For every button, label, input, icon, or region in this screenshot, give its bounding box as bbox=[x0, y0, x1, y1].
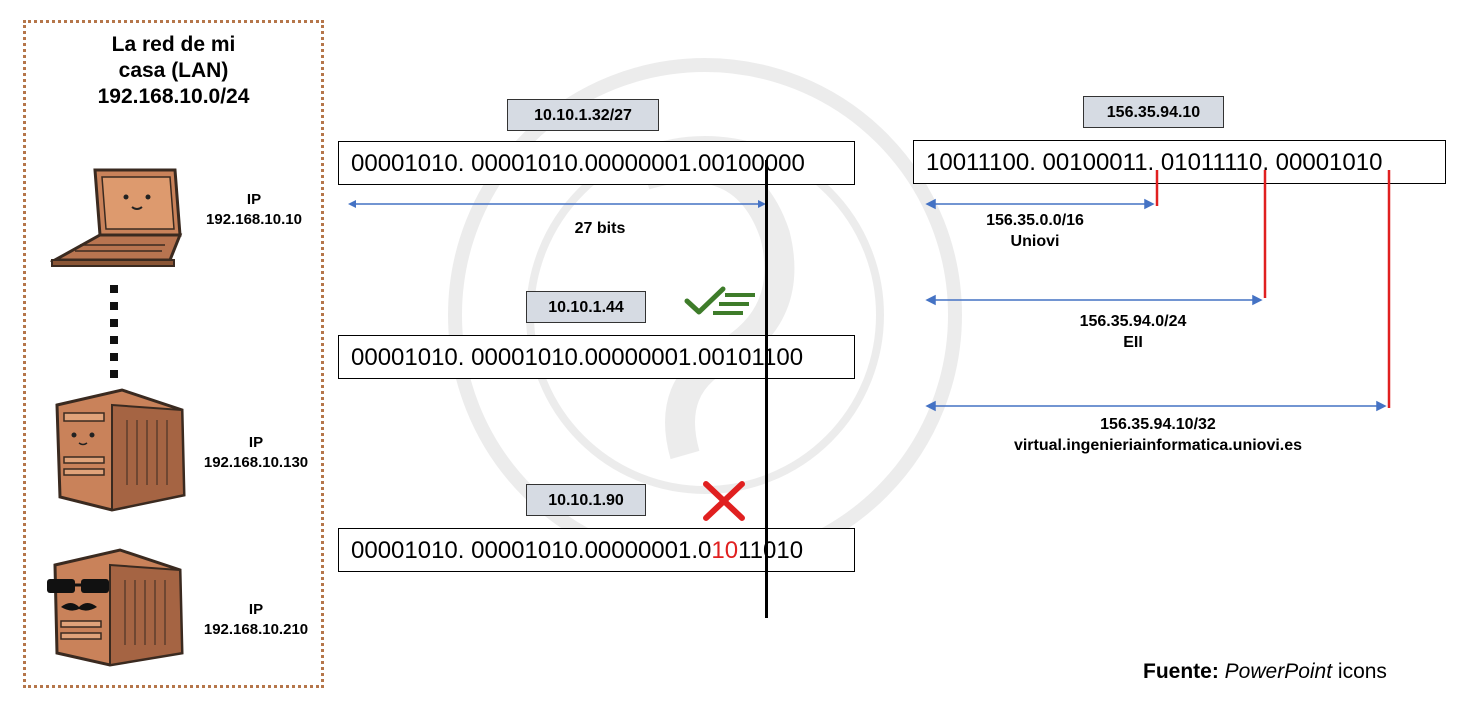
device-3-ip-block: IP 192.168.10.210 bbox=[186, 600, 326, 640]
source-rest: icons bbox=[1332, 660, 1387, 683]
device-1-ip: 192.168.10.10 bbox=[206, 211, 302, 228]
source-bold: Fuente: bbox=[1143, 660, 1219, 683]
host-bad-binary-mismatch: 10 bbox=[711, 537, 739, 564]
cross-icon bbox=[703, 481, 745, 521]
host-ok-binary-pre: 00001010. 00001010.00000001.00 bbox=[351, 344, 725, 371]
host-bad-binary-pre: 00001010. 00001010.00000001.0 bbox=[351, 537, 712, 564]
lan-title-line3: 192.168.10.0/24 bbox=[97, 85, 250, 108]
host-ok-tag: 10.10.1.44 bbox=[526, 291, 646, 323]
host-ok-binary-post: 01100 bbox=[738, 344, 804, 371]
source-credit: Fuente: PowerPoint icons bbox=[1143, 660, 1387, 684]
host-ok-binary-mid: 1 bbox=[724, 344, 739, 371]
host-bad-tag: 10.10.1.90 bbox=[526, 484, 646, 516]
device-1-ip-block: IP 192.168.10.10 bbox=[184, 190, 324, 230]
prefix-level-1: 156.35.0.0/16 Uniovi bbox=[945, 210, 1125, 252]
bits-label: 27 bits bbox=[574, 220, 626, 237]
ellipsis-dots bbox=[110, 285, 118, 378]
network-binary-mid: 1 bbox=[724, 150, 739, 177]
laptop-icon bbox=[50, 168, 183, 267]
lan-title-line2: casa (LAN) bbox=[118, 59, 229, 82]
network-binary-pre: 00001010. 00001010.00000001.00 bbox=[351, 150, 725, 177]
prefix-level-2-cidr: 156.35.94.0/24 bbox=[1079, 313, 1187, 330]
prefix-level-3-cidr: 156.35.94.10/32 bbox=[1100, 416, 1216, 433]
prefix-level-1-name: Uniovi bbox=[1010, 233, 1060, 250]
device-2-ip-block: IP 192.168.10.130 bbox=[186, 433, 326, 473]
address-binary: 10011100. 00100011. 01011110. 00001010 bbox=[913, 140, 1446, 184]
check-list-icon bbox=[684, 286, 755, 315]
network-binary: 00001010. 00001010.00000001.00100000 bbox=[338, 141, 855, 185]
device-3-ip: 192.168.10.210 bbox=[203, 621, 309, 638]
host-bad-binary: 00001010. 00001010.00000001.01011010 bbox=[338, 528, 855, 572]
lan-panel bbox=[23, 20, 324, 688]
address-tag: 156.35.94.10 bbox=[1083, 96, 1224, 128]
lan-title-line1: La red de mi bbox=[111, 33, 236, 56]
prefix-level-3: 156.35.94.10/32 virtual.ingenieriainform… bbox=[978, 414, 1338, 456]
device-2-ip: 192.168.10.130 bbox=[203, 454, 309, 471]
lan-title: La red de mi casa (LAN) 192.168.10.0/24 bbox=[23, 32, 324, 110]
device-3-ip-label: IP bbox=[248, 601, 264, 618]
server-tower-icon bbox=[55, 388, 186, 512]
device-2-ip-label: IP bbox=[248, 434, 264, 451]
prefix-level-2-name: EII bbox=[1123, 334, 1143, 351]
device-1-ip-label: IP bbox=[246, 191, 262, 208]
network-binary-post: 00000 bbox=[738, 150, 805, 177]
prefix-level-2: 156.35.94.0/24 EII bbox=[1038, 311, 1228, 353]
host-bad-binary-post: 11010 bbox=[738, 537, 804, 564]
source-italic: PowerPoint bbox=[1224, 660, 1333, 683]
prefix-length-arrow bbox=[348, 200, 766, 208]
host-ok-binary: 00001010. 00001010.00000001.00101100 bbox=[338, 335, 855, 379]
disguised-server-icon bbox=[47, 548, 184, 667]
prefix-level-1-cidr: 156.35.0.0/16 bbox=[986, 212, 1084, 229]
prefix-boundary-line bbox=[765, 160, 768, 618]
prefix-levels-graphic bbox=[925, 170, 1391, 412]
network-tag: 10.10.1.32/27 bbox=[507, 99, 659, 131]
prefix-level-3-name: virtual.ingenieriainformatica.uniovi.es bbox=[1013, 437, 1303, 454]
